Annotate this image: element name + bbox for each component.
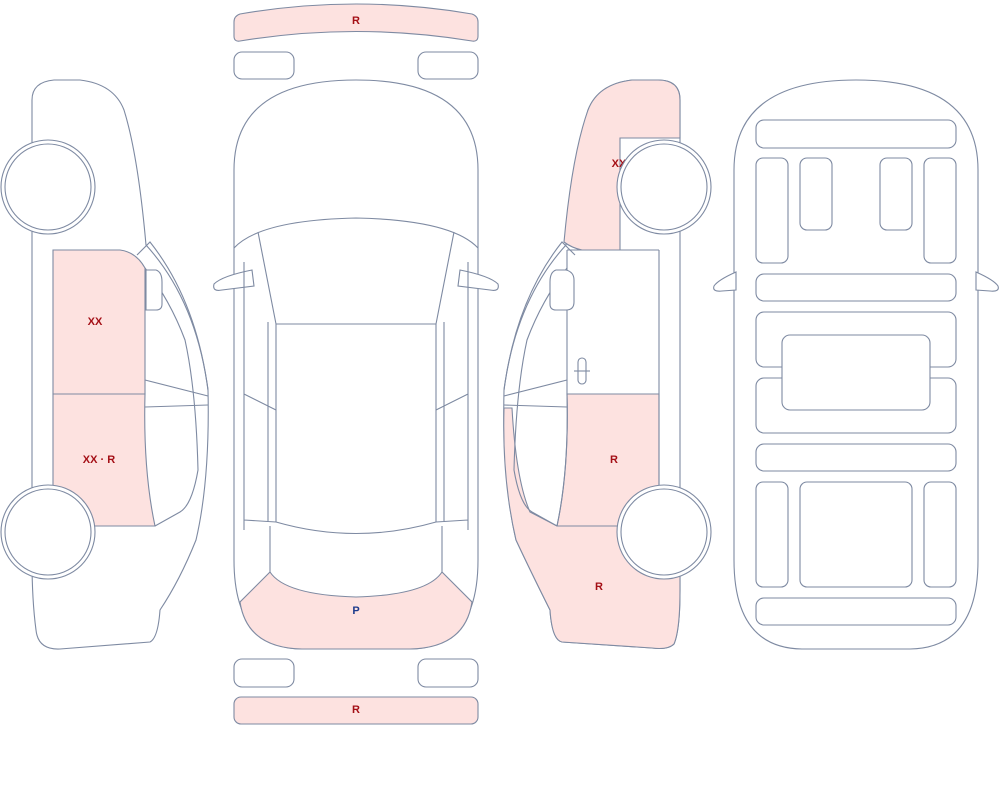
right-a-pillar xyxy=(503,241,576,408)
rear-center-cargo xyxy=(799,481,913,588)
front-left-seat xyxy=(755,157,789,264)
rear-trunk-panel[interactable] xyxy=(239,571,473,650)
dashboard-panel xyxy=(755,119,957,149)
right-rear-quarter-label: R xyxy=(595,581,603,593)
roof-panel xyxy=(275,324,437,534)
interior-view xyxy=(713,79,999,650)
front-right-headlight xyxy=(417,51,479,80)
left-side-view: XX XX · R xyxy=(0,79,209,650)
rear-right-seat xyxy=(923,481,957,588)
left-front-door-label: XX xyxy=(88,316,103,328)
right-front-wheel xyxy=(616,139,712,235)
interior-right-mirror xyxy=(975,271,999,292)
front-bumper-label: R xyxy=(352,15,360,27)
rear-bumper-label: R xyxy=(352,704,360,716)
left-rear-door-label: XX · R xyxy=(83,454,115,466)
top-view-body xyxy=(233,79,479,650)
left-front-door-panel[interactable] xyxy=(52,249,146,395)
rear-row-bar xyxy=(755,443,957,472)
front-left-console xyxy=(799,157,833,231)
rear-trunk-label: P xyxy=(352,605,359,617)
front-view: R xyxy=(233,3,479,80)
left-rear-wheel xyxy=(0,484,96,580)
windshield xyxy=(233,217,479,325)
top-view: P xyxy=(213,79,499,650)
interior-left-mirror xyxy=(713,271,737,292)
left-front-wheel xyxy=(0,139,96,235)
left-mirror xyxy=(145,269,163,311)
rear-left-seat xyxy=(755,481,789,588)
rear-left-taillight xyxy=(233,658,295,688)
rear-view: R xyxy=(233,658,479,725)
rear-right-taillight xyxy=(417,658,479,688)
front-row-bar xyxy=(755,273,957,302)
right-door-lines xyxy=(556,249,660,527)
front-left-headlight xyxy=(233,51,295,80)
right-rear-wheel xyxy=(616,484,712,580)
right-mirror xyxy=(549,269,575,311)
right-side-view: XX R R xyxy=(503,79,712,650)
top-right-windows xyxy=(435,262,469,530)
rear-bumper-panel[interactable] xyxy=(233,696,479,725)
front-right-console xyxy=(879,157,913,231)
front-bumper-panel[interactable] xyxy=(233,3,479,42)
right-front-fender-panel[interactable] xyxy=(563,79,681,251)
left-a-pillar xyxy=(136,241,209,408)
front-right-seat xyxy=(923,157,957,264)
rear-window xyxy=(269,526,443,572)
center-console xyxy=(781,334,931,411)
rear-bumper-interior xyxy=(755,597,957,626)
right-rear-door-label: R xyxy=(610,454,618,466)
top-left-windows xyxy=(243,262,277,530)
right-rear-quarter-panel[interactable] xyxy=(503,407,681,650)
